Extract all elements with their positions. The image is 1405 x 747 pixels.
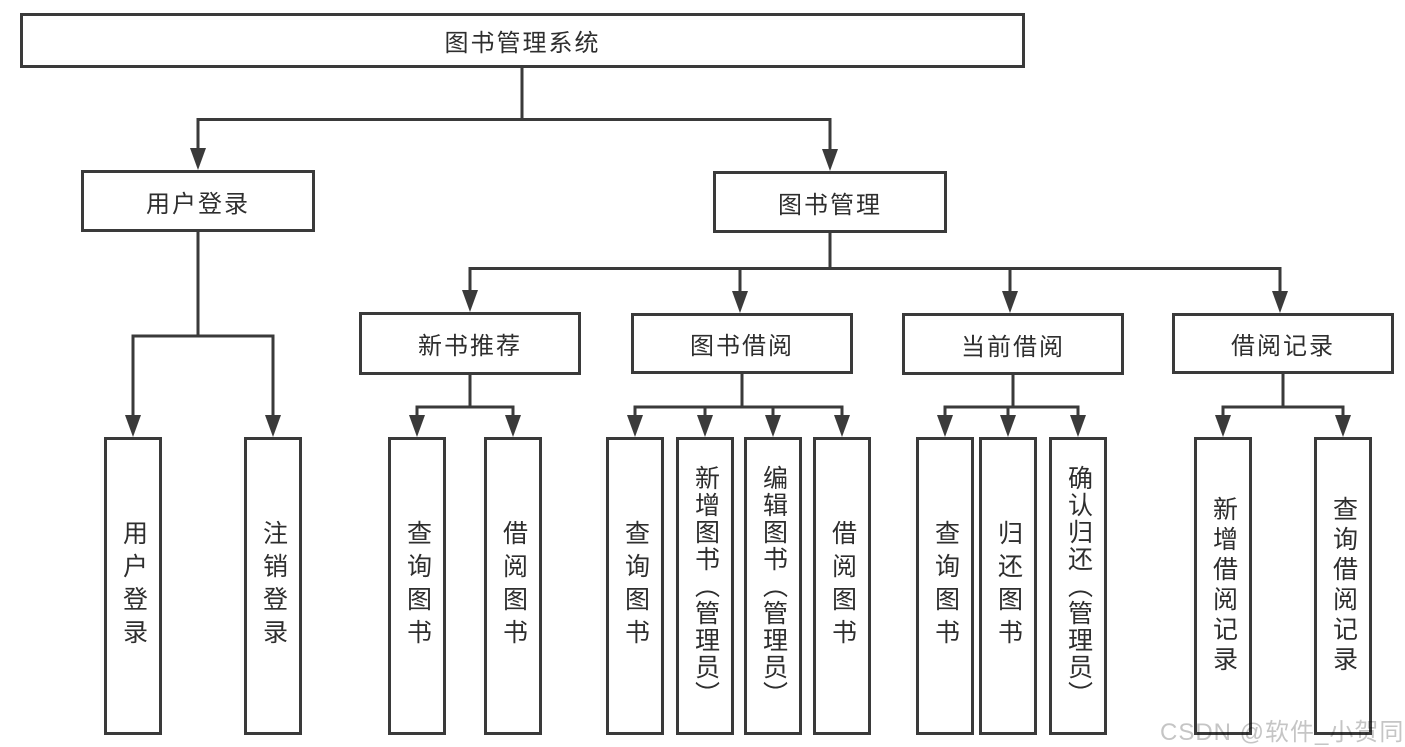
node-current-borrowing: 当前借阅 <box>902 313 1124 375</box>
leaf-logout: 注销登录 <box>244 437 302 735</box>
csdn-watermark: CSDN @软件_小贺同学 <box>1160 719 1405 746</box>
leaf-label: 查询借阅记录 <box>1329 496 1358 676</box>
leaf-label: 查询图书 <box>931 520 960 652</box>
leaf-add-borrow-record: 新增借阅记录 <box>1194 437 1252 735</box>
leaf-label: 查询图书 <box>403 520 432 652</box>
leaf-label: 新增图书（管理员） <box>691 464 720 708</box>
arrowheads <box>125 148 1351 437</box>
leaf-return-books: 归还图书 <box>979 437 1037 735</box>
node-user-login: 用户登录 <box>81 170 315 232</box>
leaf-confirm-return-admin: 确认归还（管理员） <box>1049 437 1107 735</box>
node-book-borrowing: 图书借阅 <box>631 313 853 374</box>
node-borrowing-records: 借阅记录 <box>1172 313 1394 374</box>
leaf-label: 归还图书 <box>994 520 1023 652</box>
leaf-query-borrow-record: 查询借阅记录 <box>1314 437 1372 735</box>
node-book-management: 图书管理 <box>713 171 947 233</box>
leaf-borrow-books-recommend: 借阅图书 <box>484 437 542 735</box>
node-new-book-recommend: 新书推荐 <box>359 312 581 375</box>
node-root: 图书管理系统 <box>20 13 1025 68</box>
leaf-borrow-books-borrowing: 借阅图书 <box>813 437 871 735</box>
leaf-label: 查询图书 <box>621 520 650 652</box>
leaf-label: 编辑图书（管理员） <box>759 464 788 708</box>
leaf-label: 借阅图书 <box>499 520 528 652</box>
leaf-label: 新增借阅记录 <box>1209 496 1238 676</box>
leaf-query-books-current: 查询图书 <box>916 437 974 735</box>
leaf-user-login: 用户登录 <box>104 437 162 735</box>
leaf-label: 确认归还（管理员） <box>1064 464 1093 708</box>
leaf-label: 用户登录 <box>119 520 148 652</box>
leaf-label: 注销登录 <box>259 520 288 652</box>
leaf-edit-books-admin: 编辑图书（管理员） <box>744 437 802 735</box>
leaf-label: 借阅图书 <box>828 520 857 652</box>
leaf-query-books-borrowing: 查询图书 <box>606 437 664 735</box>
leaf-add-books-admin: 新增图书（管理员） <box>676 437 734 735</box>
leaf-query-books-recommend: 查询图书 <box>388 437 446 735</box>
